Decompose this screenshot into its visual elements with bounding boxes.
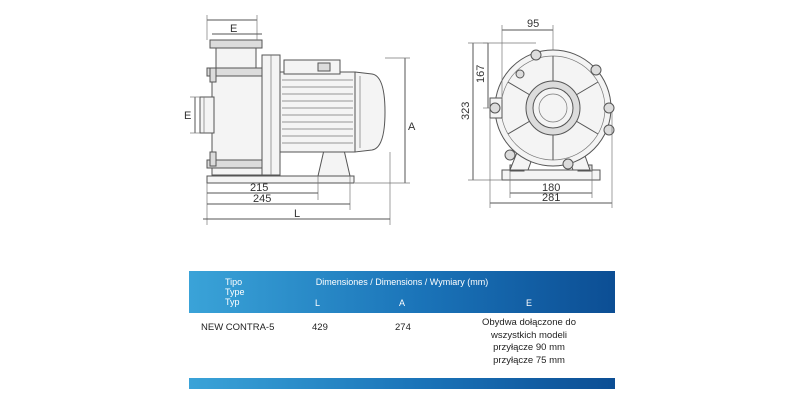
dim-180-label: 180 <box>542 182 560 194</box>
table-footer-band <box>189 378 615 389</box>
table-cell-e: Obydwa dołączone do wszystkich modeli pr… <box>459 317 599 367</box>
dimensions-table: Tipo Type Typ Dimensiones / Dimensions /… <box>189 271 615 390</box>
technical-drawing: E E A 215 245 L <box>184 15 615 225</box>
connection-note-line-4: przyłącze 75 mm <box>493 354 565 366</box>
column-header-a: A <box>399 298 406 308</box>
dim-323-label: 323 <box>460 102 472 120</box>
table-header-band: Tipo Type Typ Dimensiones / Dimensions /… <box>189 271 615 313</box>
type-header-pl: Typ <box>225 297 240 307</box>
dim-281-label: 281 <box>542 192 560 204</box>
side-view-dimensions <box>190 15 410 225</box>
dim-245-label: 245 <box>253 193 271 205</box>
connection-note-line-3: przyłącze 90 mm <box>493 342 565 353</box>
column-header-l: L <box>315 298 321 308</box>
dim-e-top-label: E <box>230 23 237 35</box>
dim-l-label: L <box>294 208 300 220</box>
pump-front-view <box>489 49 615 181</box>
dim-e-left-label: E <box>184 110 191 122</box>
type-header-en: Type <box>225 287 245 297</box>
dim-215-label: 215 <box>250 182 268 194</box>
front-view-dimensions <box>468 25 613 208</box>
dim-95-label: 95 <box>527 18 539 30</box>
dim-167-label: 167 <box>475 65 487 83</box>
table-row-model: NEW CONTRA-5 <box>201 322 275 333</box>
dim-a-label: A <box>408 121 416 133</box>
connection-note-line-2: wszystkich modeli <box>490 329 568 341</box>
connection-note-line-1: Obydwa dołączone do <box>481 317 576 328</box>
table-cell-a: 274 <box>395 322 411 333</box>
table-cell-l: 429 <box>312 322 328 333</box>
dimensions-header: Dimensiones / Dimensions / Wymiary (mm) <box>315 277 489 287</box>
pump-side-view <box>199 39 386 184</box>
column-header-e: E <box>526 298 533 308</box>
